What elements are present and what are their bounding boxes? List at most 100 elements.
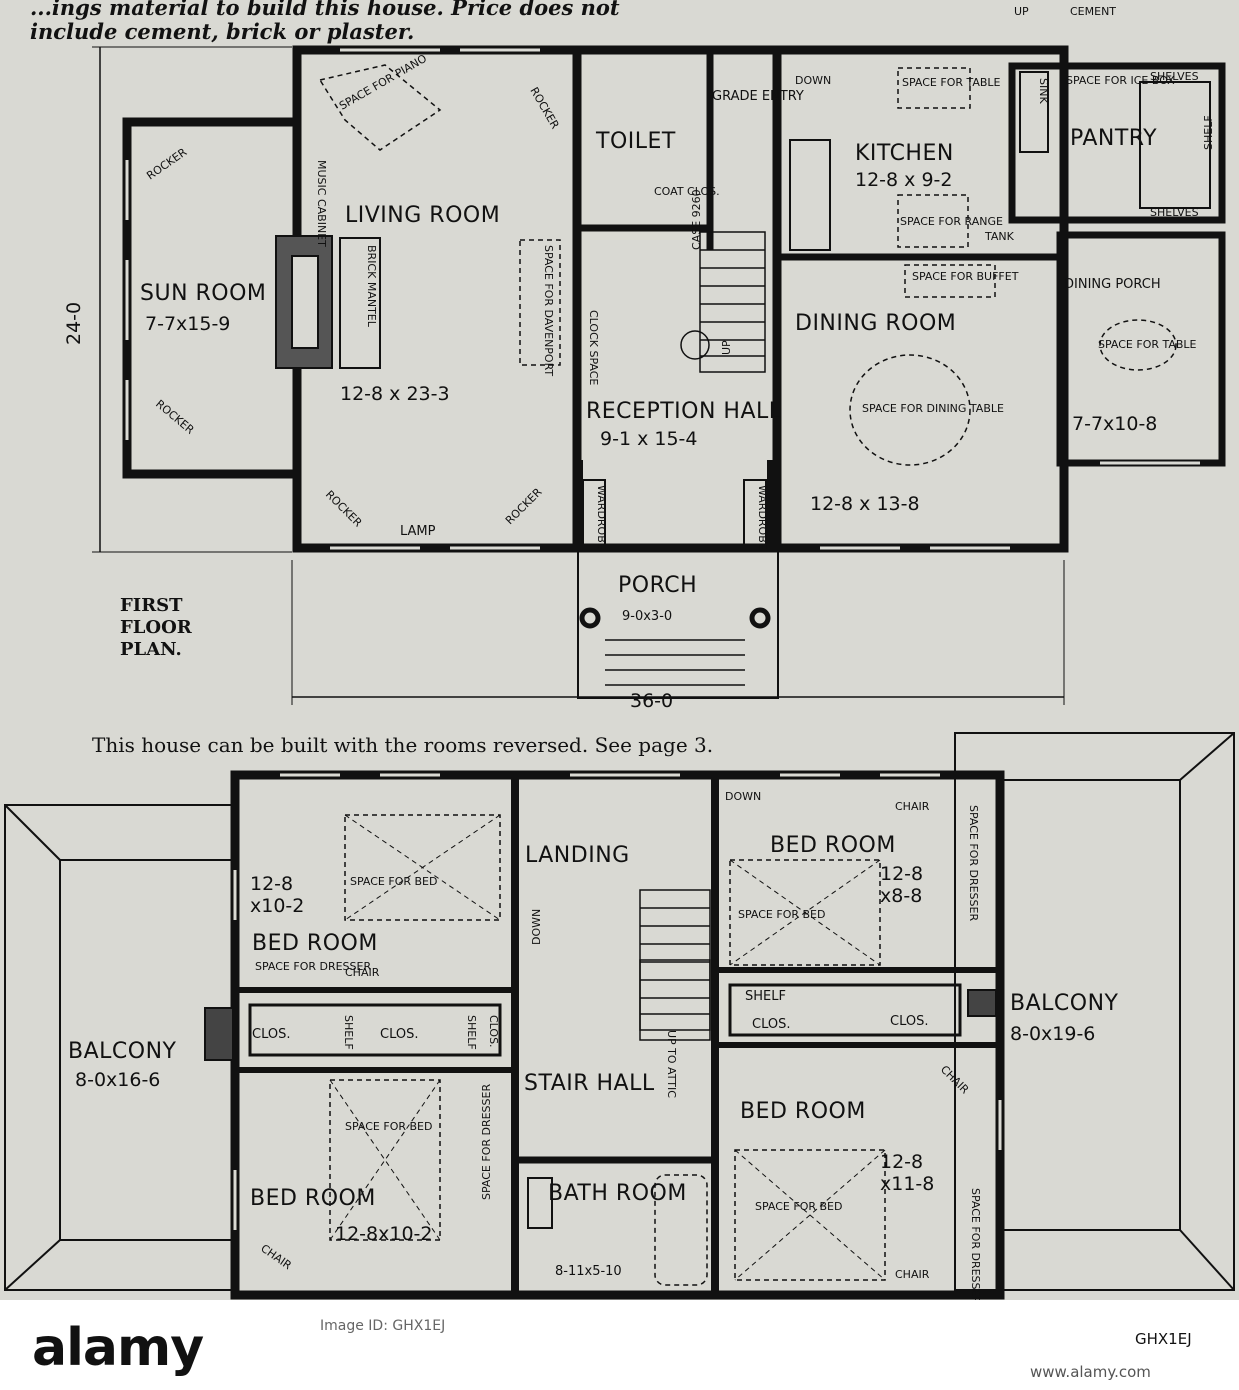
reception-hall-name: RECEPTION HALL [586,399,782,424]
cement-label: CEMENT [1070,5,1116,18]
bed-nw-chair-label: CHAIR [345,966,380,979]
bed-room-nw-size-a: 12-8 [250,873,293,895]
bed-room-sw-size: 12-8x10-2 [335,1223,433,1245]
lamp-label: LAMP [400,524,436,539]
shelf-2-label: SHELF [465,1015,478,1050]
bath-room-name: BATH ROOM [548,1181,687,1206]
pantry-wall [1008,62,1226,224]
bed-sw-bed-space: SPACE FOR BED [345,1120,432,1133]
porch-name: PORCH [618,573,697,598]
closet-1-label: CLOS. [252,1027,290,1042]
kitchen-down-label: DOWN [795,74,831,87]
porch-table-space-label: SPACE FOR TABLE [1098,338,1197,351]
second-floor-stairs [639,889,711,1041]
living-room-rocker-sw: ROCKER [323,488,365,530]
bed-ne-dresser-space: SPACE FOR DRESSER [967,805,980,921]
wardrobe-right-label: WARDROBE [756,485,769,550]
wardrobe-left-label: WARDROBE [595,485,608,550]
davenport-space-label: SPACE FOR DAVENPORT [542,245,555,376]
tank-label: TANK [984,230,1015,243]
kitchen-table-label: SPACE FOR TABLE [902,76,1001,89]
bed-sw-chair-label: CHAIR [258,1242,294,1273]
closet-4-label: CLOS. [752,1017,790,1032]
first-floor-label-line-2: FLOOR [120,617,192,638]
sun-room-name: SUN ROOM [140,281,266,306]
left-balcony-size: 8-0x16-6 [75,1069,160,1091]
closet-3-label: CLOS. [487,1015,500,1048]
bed-se-bed-space: SPACE FOR BED [755,1200,842,1213]
header-line-1: ...ings material to build this house. Pr… [30,0,620,20]
bed-room-se-size-a: 12-8 [880,1151,923,1173]
stock-logo: alamy [32,1318,204,1378]
sun-room-rocker-label: ROCKER [144,145,189,182]
dining-room-name: DINING ROOM [795,311,956,336]
coat-closet-label: COAT CLOS. [654,185,720,198]
left-balcony-name: BALCONY [68,1039,177,1064]
pantry-shelves-top: SHELVES [1150,70,1199,83]
bed-room-se-size-b: x11-8 [880,1173,934,1195]
stock-image-id: Image ID: GHX1EJ [320,1318,446,1334]
bed-room-nw-name: BED ROOM [252,931,378,956]
ice-box-label: SPACE FOR ICE BOX [1066,74,1175,87]
dining-table-space-label: SPACE FOR DINING TABLE [862,402,1004,415]
first-floor-labels: 24-0 36-0 SUN ROOM 7-7x15-9 ROCKER ROCKE… [63,5,1215,712]
first-floor-label-line-1: FIRST [120,595,183,616]
first-floor-plan [92,45,1226,705]
dining-porch-name: DINING PORCH [1064,277,1161,292]
landing-name: LANDING [525,843,630,868]
living-room-name: LIVING ROOM [345,203,500,228]
bed-room-sw-name: BED ROOM [250,1186,376,1211]
closet-2-label: CLOS. [380,1027,418,1042]
reception-hall-size: 9-1 x 15-4 [600,428,697,450]
shelf-3-label: SHELF [745,989,786,1004]
dining-room-size: 12-8 x 13-8 [810,493,920,515]
shelf-1-label: SHELF [342,1015,355,1050]
bed-se-dresser-space: SPACE FOR DRESSER [969,1188,982,1300]
bed-room-ne-name: BED ROOM [770,833,896,858]
up-to-attic-label: UP TO ATTIC [665,1030,678,1098]
landing-down-label: DOWN [530,909,543,945]
first-floor-stairs [680,231,766,373]
bed-room-ne-size-b: x8-8 [880,885,922,907]
pantry-name: PANTRY [1070,126,1157,151]
music-cabinet-label: MUSIC CABINET [315,160,328,247]
main-exterior-wall [292,45,1069,553]
overall-width-dim: 36-0 [630,690,673,712]
sink-label: SINK [1037,78,1050,104]
stock-code: GHX1EJ [1135,1330,1192,1348]
kitchen-name: KITCHEN [855,141,954,166]
stairs-up-label: UP [720,340,733,355]
bed-ne-chair-label: CHAIR [895,800,930,813]
brick-mantel-label: BRICK MANTEL [365,245,378,328]
bed-ne-down-label: DOWN [725,790,761,803]
clock-space-label: CLOCK SPACE [587,310,600,385]
piano-space-label: SPACE FOR PIANO [337,52,429,113]
header-line-2: include cement, brick or plaster. [30,19,415,44]
right-balcony-size: 8-0x19-6 [1010,1023,1095,1045]
porch-size: 9-0x3-0 [622,609,672,624]
rooms-reversed-note: This house can be built with the rooms r… [92,733,714,757]
range-space-label: SPACE FOR RANGE [900,215,1003,228]
case-9260-label: CASE 9260 [690,189,703,250]
first-floor-label-line-3: PLAN. [120,639,182,660]
grade-entry-label: GRADE ENTRY [712,89,804,104]
stair-hall-name: STAIR HALL [524,1071,655,1096]
sun-room-size: 7-7x15-9 [145,313,230,335]
kitchen-size: 12-8 x 9-2 [855,169,952,191]
first-floor-label: FIRST FLOOR PLAN. [120,595,192,661]
second-floor-labels: BALCONY 8-0x16-6 BALCONY 8-0x19-6 BED RO… [68,790,1118,1300]
living-room-rocker-se: ROCKER [503,485,545,527]
bed-room-se-name: BED ROOM [740,1099,866,1124]
porch-outline [577,547,779,699]
living-room-rocker-ne: ROCKER [527,85,561,131]
stock-footer [0,1300,1239,1390]
bed-ne-bed-space: SPACE FOR BED [738,908,825,921]
bath-room-size: 8-11x5-10 [555,1264,622,1279]
cement-up-label: UP [1014,5,1029,18]
second-floor-plan [4,732,1235,1300]
bed-nw-dresser-space: SPACE FOR DRESSER [255,960,371,973]
bed-se-chair-label: CHAIR [895,1268,930,1281]
bed-room-ne-size-a: 12-8 [880,863,923,885]
pantry-shelf-label: SHELF [1202,115,1215,150]
pantry-shelves-bottom: SHELVES [1150,206,1199,219]
